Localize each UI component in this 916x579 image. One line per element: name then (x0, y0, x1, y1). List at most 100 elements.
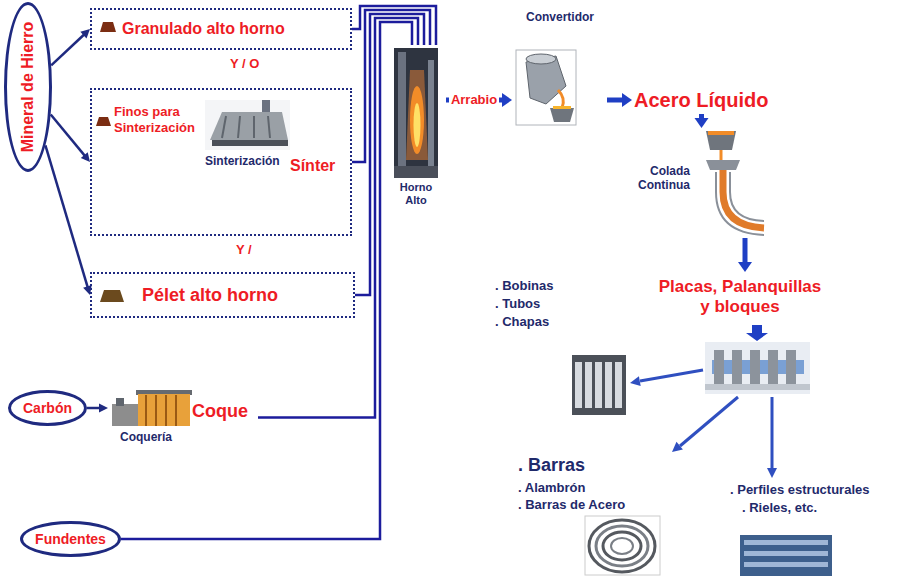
connector (51, 29, 90, 65)
arrow-head (695, 118, 709, 128)
arrow-head (738, 262, 752, 272)
structural-beams-picture (744, 551, 828, 556)
connector (446, 93, 512, 107)
coke-oven-picture (138, 394, 190, 426)
converter-picture (526, 54, 556, 64)
product-group: . Barras. Alambrón. Barras de Acero (518, 455, 668, 577)
sinter-machine-picture (205, 100, 290, 150)
connector (607, 93, 632, 107)
flow-arrow (630, 376, 641, 386)
structural-beams-picture (740, 535, 832, 576)
coke-oven-picture (112, 390, 192, 426)
continuous-casting-picture (720, 150, 723, 160)
arrow-head (81, 152, 90, 162)
blast-furnace-picture (428, 60, 434, 170)
input-name: Granulado alto horno (122, 19, 285, 38)
sinter-machine-picture (210, 112, 288, 140)
connector (258, 18, 418, 418)
converter-picture (516, 50, 576, 125)
picture-caption: Colada Continua (620, 164, 690, 193)
blast-furnace-picture (398, 52, 406, 172)
product-item: . Bobinas (495, 278, 554, 294)
converter-picture (516, 50, 576, 125)
input-name: Pélet alto horno (142, 285, 278, 307)
arrow-head (622, 93, 632, 107)
product-group: . Bobinas. Tubos. Chapas (495, 278, 630, 418)
connector-line (51, 34, 84, 65)
connector (355, 14, 424, 295)
connector-line (121, 22, 412, 539)
coke-oven-picture (112, 404, 138, 426)
sinter-machine-picture (212, 140, 288, 146)
source-name: Carbón (23, 400, 72, 417)
picture-caption: Sinterización (205, 154, 280, 168)
source-name: Fundentes (35, 531, 106, 548)
coke-oven-picture (155, 395, 157, 426)
product-item: . Alambrón (518, 480, 585, 496)
product-name: Sínter (290, 156, 335, 175)
connector (695, 114, 709, 128)
product-name: Acero Líquido (634, 88, 768, 112)
rolling-mill-picture (732, 350, 742, 384)
ore-icon (100, 22, 116, 32)
picture-caption: Horno Alto (390, 181, 442, 207)
product-name: Coque (192, 401, 248, 423)
junction-label: Y / O (230, 56, 259, 72)
product-item: . Barras de Acero (518, 497, 625, 513)
sinter-machine-picture (205, 100, 290, 150)
rolling-mill-picture (705, 342, 810, 394)
continuous-casting-picture (706, 131, 736, 150)
coil-stock-picture (595, 362, 602, 408)
coil-stock-picture (575, 362, 582, 408)
coke-oven-picture (116, 398, 124, 406)
ore-icon (96, 22, 124, 302)
blast-furnace-picture (406, 70, 428, 160)
structural-beams-picture (744, 540, 828, 545)
connector (87, 404, 108, 413)
coil-stock-picture (605, 362, 612, 408)
flow-arrow (672, 442, 683, 452)
input-box: Granulado alto horno (90, 8, 352, 50)
blast-furnace-picture (394, 48, 438, 178)
continuous-casting-picture (708, 131, 734, 135)
product-item: . Rieles, etc. (742, 500, 817, 516)
flow-arrow (630, 325, 777, 478)
blast-furnace-picture (410, 86, 424, 154)
arrow-head (99, 404, 108, 413)
source-oval: Fundentes (20, 521, 121, 557)
arrow-head (80, 29, 90, 38)
connector-line (743, 238, 748, 263)
coil-stock-picture (572, 355, 626, 415)
product-text: Acero Líquido (632, 86, 771, 114)
source-oval: Mineral de Hierro (4, 2, 52, 172)
wire-rod-picture (611, 538, 633, 554)
input-name: Finos para Sinterización (114, 104, 214, 135)
converter-picture (558, 90, 563, 108)
connector (738, 238, 752, 272)
flow-arrow (680, 397, 738, 446)
converter-picture (553, 106, 571, 109)
coke-oven-picture (165, 395, 167, 426)
connector-line (51, 114, 85, 155)
rolling-mill-picture (750, 350, 760, 384)
connector-line (45, 145, 87, 287)
flow-arrow (771, 397, 774, 469)
product-item: . Perfiles estructurales (730, 482, 869, 498)
structural-beams-picture (740, 535, 832, 576)
connector-line (87, 407, 100, 410)
rolling-mill-picture (786, 350, 796, 384)
sinter-machine-picture (238, 116, 240, 138)
ore-icon (96, 117, 111, 126)
structural-beams-picture (744, 562, 828, 567)
continuous-casting-picture (723, 170, 764, 228)
coil-stock-picture (585, 362, 592, 408)
coke-oven-picture (145, 395, 147, 426)
picture-caption: Convertidor (526, 10, 594, 24)
coke-oven-picture (175, 395, 177, 426)
edge-label: Arrabio (449, 92, 499, 108)
input-box: Finos para SinterizaciónSinterización Sín… (90, 88, 352, 236)
continuous-casting-picture (706, 160, 740, 170)
sinter-machine-picture (262, 100, 270, 114)
product-group: . Perfiles estructurales . Rieles, etc. (730, 482, 912, 577)
